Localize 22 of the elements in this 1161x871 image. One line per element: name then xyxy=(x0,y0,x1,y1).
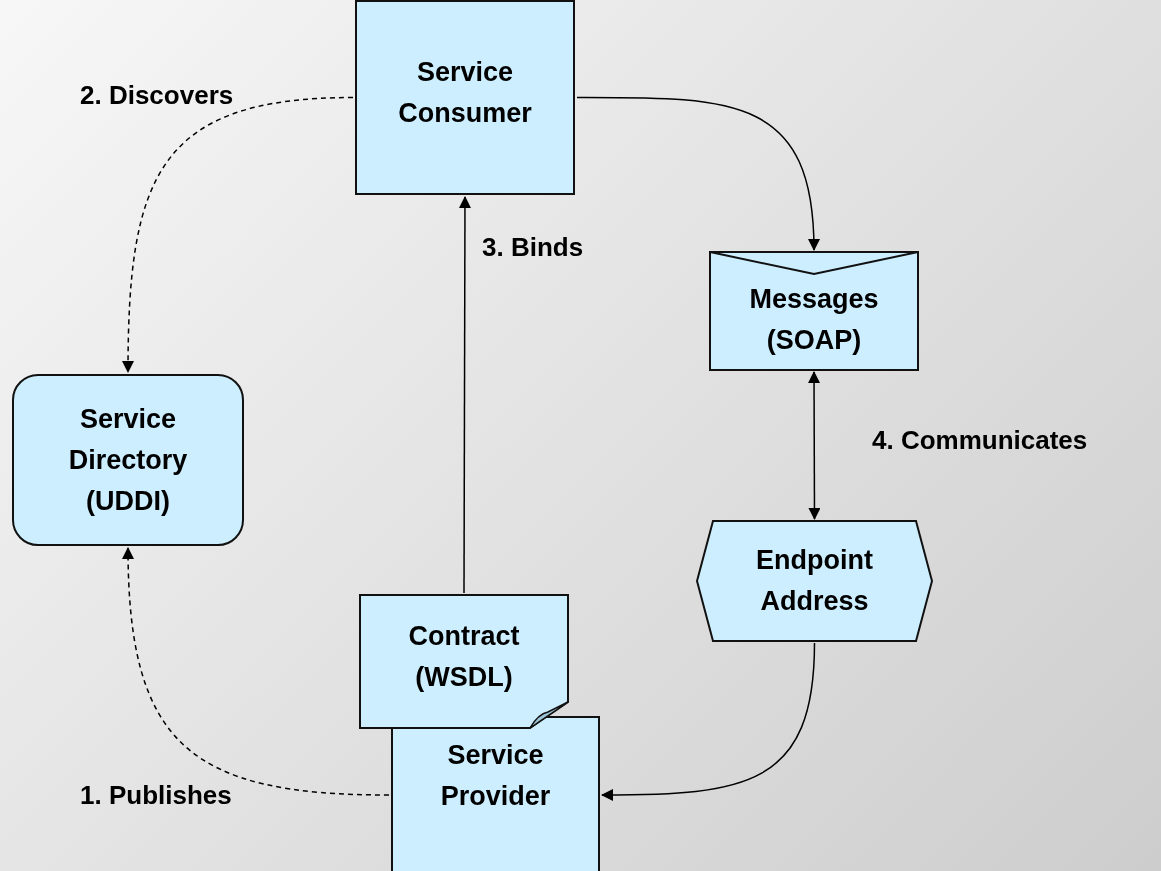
arrow xyxy=(601,642,816,801)
arrow xyxy=(122,96,354,373)
node-label: Endpoint Address xyxy=(755,544,874,618)
arrow xyxy=(576,96,820,251)
node-label: Messages (SOAP) xyxy=(748,283,880,357)
node-label: Contract (WSDL) xyxy=(407,619,521,694)
process-box xyxy=(355,0,575,195)
arrow xyxy=(458,196,471,594)
node-label: Service Provider xyxy=(439,739,552,813)
document-shape xyxy=(360,595,568,728)
node-label: Service Directory (UDDI) xyxy=(67,402,189,518)
edge-label: 2. Discovers xyxy=(80,80,234,111)
envelope-shape xyxy=(710,252,918,370)
arrow xyxy=(808,371,821,520)
process-box xyxy=(391,716,600,871)
arrow xyxy=(122,547,390,796)
edge-label: 1. Publishes xyxy=(80,780,232,811)
hexagon-shape xyxy=(697,521,932,641)
edge-label: 3. Binds xyxy=(482,232,584,263)
node-label: Service Consumer xyxy=(397,55,533,130)
edge-label: 4. Communicates xyxy=(872,425,1088,456)
rounded-box xyxy=(12,374,244,546)
